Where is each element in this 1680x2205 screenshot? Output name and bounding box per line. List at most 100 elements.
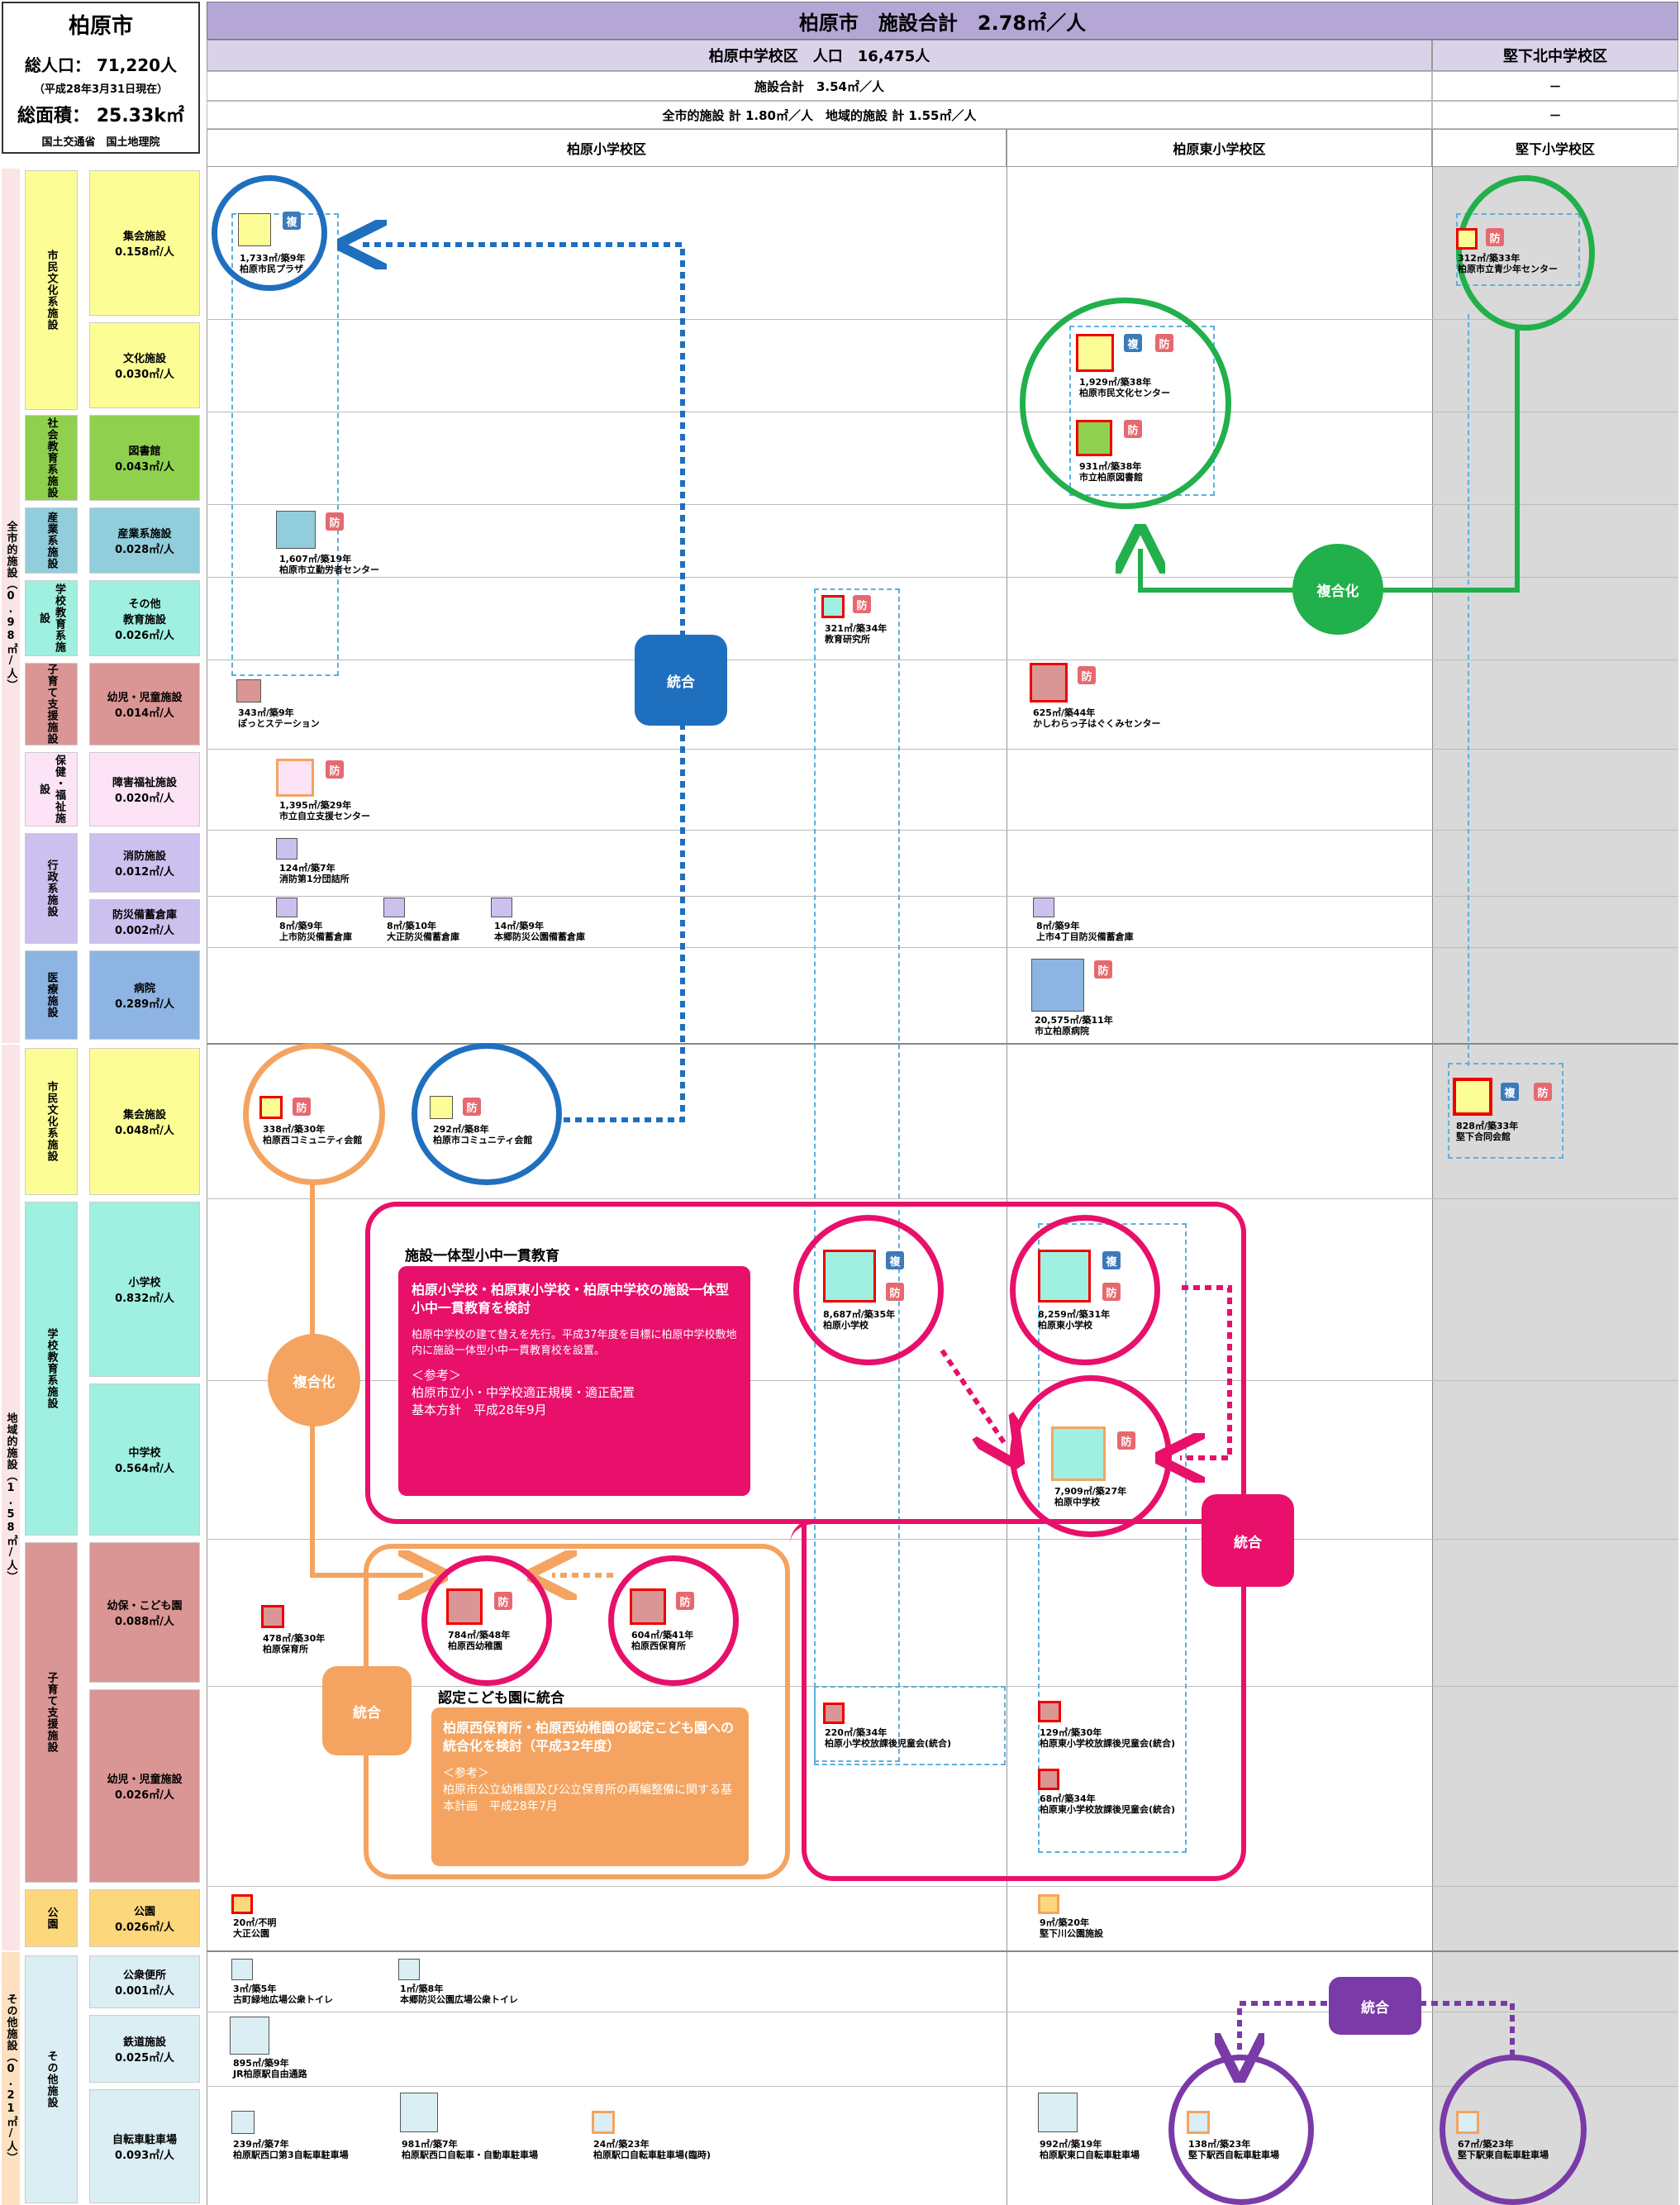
facility-square bbox=[1031, 959, 1084, 1012]
type-label: 病院 0.289㎡/人 bbox=[89, 950, 200, 1040]
facility-square bbox=[230, 2017, 269, 2055]
facility-square bbox=[630, 1588, 666, 1625]
type-label: 公衆便所 0.001㎡/人 bbox=[89, 1955, 200, 2008]
category-label: 市民文化系施設 bbox=[25, 170, 78, 410]
tougou-blue-pill: 統合 bbox=[635, 635, 727, 726]
facility-square bbox=[276, 838, 297, 860]
facility-label: 8㎡/築9年上市4丁目防災備蓄倉庫 bbox=[1036, 921, 1134, 942]
bou-badge: 防 bbox=[494, 1592, 512, 1610]
type-label: 自転車駐車場 0.093㎡/人 bbox=[89, 2089, 200, 2203]
facility-label: 8㎡/築10年大正防災備蓄倉庫 bbox=[387, 921, 459, 942]
facility-square bbox=[231, 1959, 253, 1980]
facility-square bbox=[491, 898, 512, 917]
type-label: 図書館 0.043㎡/人 bbox=[89, 415, 200, 501]
facility-label: 138㎡/築23年堅下駅西自転車駐車場 bbox=[1188, 2139, 1279, 2160]
facility-square bbox=[1456, 2111, 1479, 2134]
category-label: 産業系施設 bbox=[25, 507, 78, 574]
row-line bbox=[207, 947, 1678, 948]
facility-label: 20,575㎡/築11年市立柏原病院 bbox=[1035, 1015, 1113, 1036]
kodomo-note-box: 柏原西保育所・柏原西幼稚園の認定こども園への統合化を検討（平成32年度） ＜参考… bbox=[431, 1707, 749, 1866]
subdistrict-katashimo: 堅下小学校区 bbox=[1432, 129, 1678, 167]
type-label: 幼児・児童施設 0.014㎡/人 bbox=[89, 663, 200, 745]
facility-label: 20㎡/不明大正公園 bbox=[233, 1917, 277, 1939]
school-integration-frame-ext bbox=[802, 1524, 1246, 1881]
pink-ring-nishi-hoiku bbox=[608, 1555, 739, 1686]
bou-badge: 防 bbox=[1094, 960, 1112, 979]
pink-ring-es bbox=[793, 1215, 944, 1365]
violet-ring-higashi bbox=[1440, 2055, 1587, 2205]
tougou-pink-pill: 統合 bbox=[1202, 1494, 1294, 1587]
city-area: 総面積： 25.33k㎡ bbox=[17, 106, 184, 126]
total-row: 施設合計 3.54㎡／人 bbox=[207, 71, 1432, 101]
facility-label: 1㎡/築8年本郷防災公園広場公衆トイレ bbox=[400, 1984, 518, 2005]
green-ring-bunka bbox=[1020, 298, 1231, 509]
facility-square bbox=[276, 898, 297, 917]
facility-label: 1,607㎡/築19年柏原市立勤労者センター bbox=[279, 554, 379, 575]
fuku-badge: 複 bbox=[1124, 334, 1142, 352]
split-row: 全市的施設 計 1.80㎡／人 地域的施設 計 1.55㎡／人 bbox=[207, 101, 1432, 129]
facility-square bbox=[276, 511, 316, 549]
district-other: 堅下北中学校区 bbox=[1432, 40, 1678, 71]
facility-square bbox=[821, 595, 845, 618]
facility-group-outline bbox=[814, 1686, 1006, 1765]
school-note-body: 柏原中学校の建て替えを先行。平成37年度を目標に柏原中学校敷地内に施設一体型小中… bbox=[412, 1329, 737, 1357]
blue-ring-comm bbox=[412, 1043, 562, 1185]
category-label: 保健・福祉施設 bbox=[25, 752, 78, 826]
facility-square bbox=[1038, 1250, 1091, 1303]
category-label: 子育て支援施設 bbox=[25, 1542, 78, 1883]
kodomo-note-title: 認定こども園に統合 bbox=[438, 1690, 564, 1707]
group-label-sonota: その他施設（0.21㎡/人） bbox=[2, 1952, 20, 2205]
bou-badge: 防 bbox=[1102, 1283, 1121, 1301]
facility-label: 1,395㎡/築29年市立自立支援センター bbox=[279, 800, 370, 822]
facility-label: 931㎡/築38年市立柏原図書館 bbox=[1079, 461, 1143, 483]
facility-label: 981㎡/築7年柏原駅西口自転車・自動車駐車場 bbox=[402, 2139, 538, 2160]
category-label: 学校教育系施設 bbox=[25, 580, 78, 656]
facility-square bbox=[592, 2111, 615, 2134]
type-label: 中学校 0.564㎡/人 bbox=[89, 1383, 200, 1536]
row-line bbox=[207, 749, 1678, 750]
facility-label: 129㎡/築30年柏原東小学校放課後児童会(統合) bbox=[1040, 1727, 1176, 1749]
facility-label: 784㎡/築48年柏原西幼稚園 bbox=[448, 1630, 511, 1651]
type-label: 幼保・こども園 0.088㎡/人 bbox=[89, 1542, 200, 1683]
facility-label: 604㎡/築41年柏原西保育所 bbox=[631, 1630, 694, 1651]
bou-badge: 防 bbox=[293, 1098, 311, 1116]
fuku-badge: 複 bbox=[1501, 1083, 1519, 1101]
facility-label: 321㎡/築34年教育研究所 bbox=[825, 623, 888, 645]
subdistrict-kashiwara-higashi: 柏原東小学校区 bbox=[1007, 129, 1432, 167]
type-label: 小学校 0.832㎡/人 bbox=[89, 1202, 200, 1377]
type-label: その他 教育施設 0.026㎡/人 bbox=[89, 580, 200, 656]
type-label: 公園 0.026㎡/人 bbox=[89, 1889, 200, 1947]
facility-group-outline bbox=[814, 588, 900, 1762]
bou-badge: 防 bbox=[853, 595, 871, 613]
facility-label: 312㎡/築33年柏原市立青少年センター bbox=[1458, 253, 1558, 274]
facility-label: 14㎡/築9年本郷防災公園備蓄倉庫 bbox=[494, 921, 585, 942]
facility-label: 124㎡/築7年消防第1分団詰所 bbox=[279, 863, 350, 884]
city-name: 柏原市 bbox=[68, 13, 133, 39]
grid-area bbox=[207, 167, 1678, 2205]
facility-square bbox=[261, 1605, 284, 1628]
bou-badge: 防 bbox=[326, 512, 344, 531]
facility-label: 338㎡/築30年柏原西コミュニティ会館 bbox=[263, 1124, 363, 1145]
row-line bbox=[207, 577, 1678, 578]
tougou-violet-pill: 統合 bbox=[1329, 1977, 1421, 2035]
facility-label: 68㎡/築34年柏原東小学校放課後児童会(統合) bbox=[1040, 1793, 1176, 1815]
pink-ring-es-higashi bbox=[1010, 1215, 1160, 1365]
tougou-orange-pill: 統合 bbox=[322, 1666, 412, 1755]
type-label: 文化施設 0.030㎡/人 bbox=[89, 322, 200, 408]
facility-square bbox=[1051, 1426, 1106, 1481]
type-label: 産業系施設 0.028㎡/人 bbox=[89, 507, 200, 574]
facility-square bbox=[231, 2111, 255, 2134]
facility-square bbox=[1038, 2093, 1078, 2132]
type-label: 集会施設 0.048㎡/人 bbox=[89, 1048, 200, 1195]
facility-square bbox=[238, 213, 271, 246]
facility-label: 239㎡/築7年柏原駅西口第3自転車駐車場 bbox=[233, 2139, 349, 2160]
facility-group-outline bbox=[1468, 314, 1469, 1066]
bou-badge: 防 bbox=[1534, 1083, 1552, 1101]
type-label: 幼児・児童施設 0.026㎡/人 bbox=[89, 1689, 200, 1883]
facility-square bbox=[1076, 420, 1112, 456]
total-row-other: － bbox=[1432, 71, 1678, 101]
city-box: 柏原市 総人口： 71,220人 （平成28年3月31日現在） 総面積： 25.… bbox=[2, 2, 200, 154]
group-label-chiiki: 地域的施設（1.58㎡/人） bbox=[2, 1045, 20, 1950]
bou-badge: 防 bbox=[886, 1283, 904, 1301]
row-line bbox=[207, 319, 1678, 320]
